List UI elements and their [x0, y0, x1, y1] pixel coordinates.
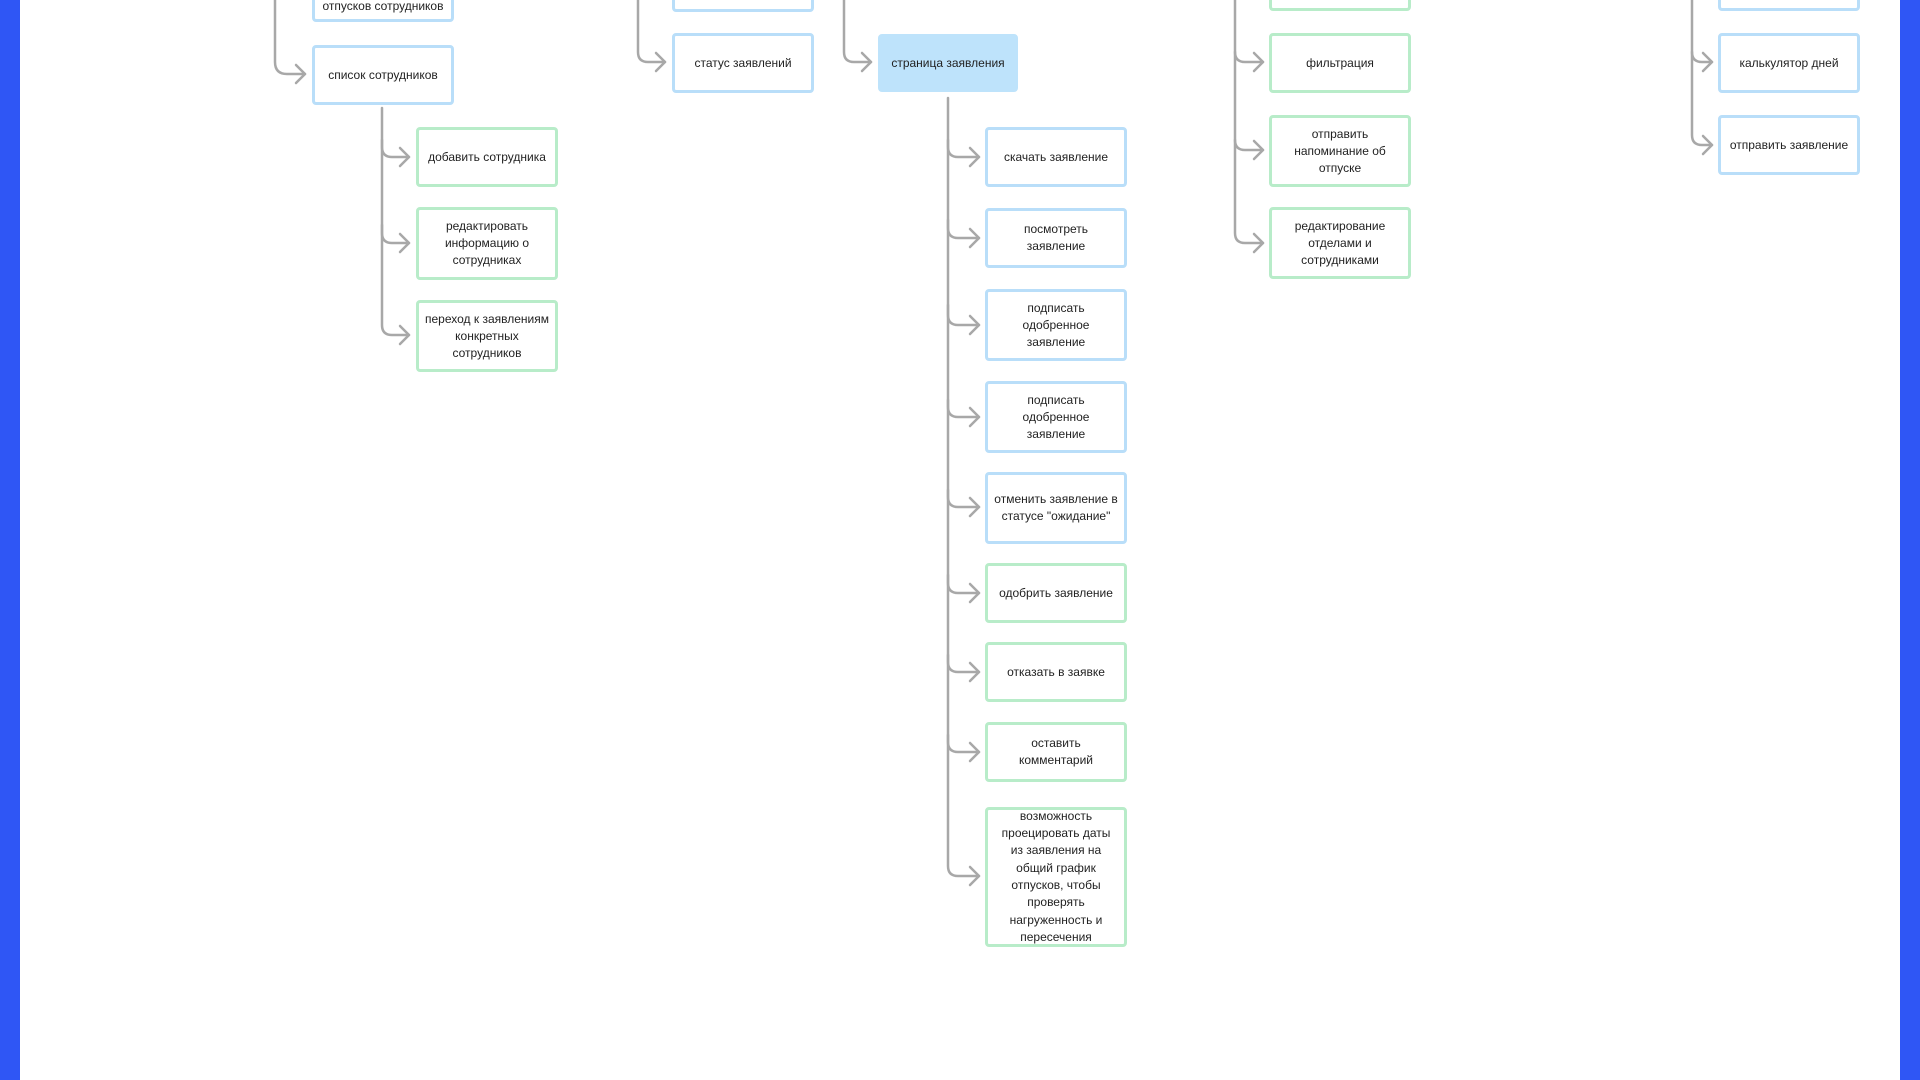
node-request-status: статус заявлений — [672, 33, 814, 93]
node-approve-request: одобрить заявление — [985, 563, 1127, 623]
node-reject-request: отказать в заявке — [985, 642, 1127, 702]
node-download-request: скачать заявление — [985, 127, 1127, 187]
node-send-reminder: отправить напоминание об отпуске — [1269, 115, 1411, 187]
node-send-request: отправить заявление — [1718, 115, 1860, 175]
node-filtering: фильтрация — [1269, 33, 1411, 93]
node-column2-top-partial — [672, 0, 814, 12]
right-frame-border — [1900, 0, 1920, 1080]
node-employee-list: список сотрудников — [312, 45, 454, 105]
node-edit-employee-info: редактировать информацию о сотрудниках — [416, 207, 558, 280]
node-cancel-pending: отменить заявление в статусе "ожидание" — [985, 472, 1127, 544]
node-project-dates: возможность проецировать даты из заявлен… — [985, 807, 1127, 947]
node-leave-comment: оставить комментарий — [985, 722, 1127, 782]
node-sign-approved-2: подписать одобренное заявление — [985, 381, 1127, 453]
node-column4-top-partial — [1269, 0, 1411, 11]
node-go-to-employee-requests: переход к заявлениям конкретных сотрудни… — [416, 300, 558, 372]
left-frame-border — [0, 0, 20, 1080]
node-edit-departments: редактирование отделами и сотрудниками — [1269, 207, 1411, 279]
node-column5-top-partial — [1718, 0, 1860, 11]
node-vacation-schedule: отпусков сотрудников — [312, 0, 454, 22]
node-sign-approved-1: подписать одобренное заявление — [985, 289, 1127, 361]
node-day-calculator: калькулятор дней — [1718, 33, 1860, 93]
node-request-page: страница заявления — [878, 34, 1018, 92]
node-view-request: посмотреть заявление — [985, 208, 1127, 268]
node-add-employee: добавить сотрудника — [416, 127, 558, 187]
